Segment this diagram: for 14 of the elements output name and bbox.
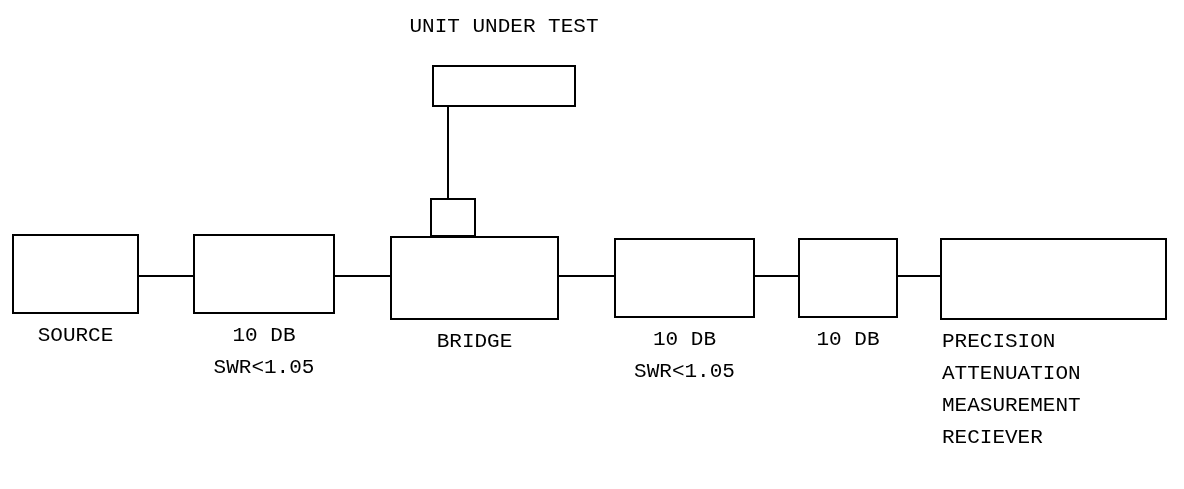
block-label: BRIDGE (435, 329, 514, 355)
block-label: PRECISION ATTENUATION MEASUREMENT RECIEVER (942, 329, 1082, 451)
block-label: 10 DB SWR<1.05 (633, 327, 736, 385)
block-label: SOURCE (36, 323, 115, 349)
port-box (430, 198, 476, 237)
block-label: UNIT UNDER TEST (408, 14, 600, 40)
block-label: 10 DB SWR<1.05 (212, 323, 316, 381)
connector-line (447, 106, 449, 199)
connector-line (334, 275, 391, 277)
connector-line (754, 275, 799, 277)
connector-line (558, 275, 615, 277)
connector-line (138, 275, 194, 277)
block-label: 10 DB (815, 327, 881, 353)
connector-line (897, 275, 941, 277)
